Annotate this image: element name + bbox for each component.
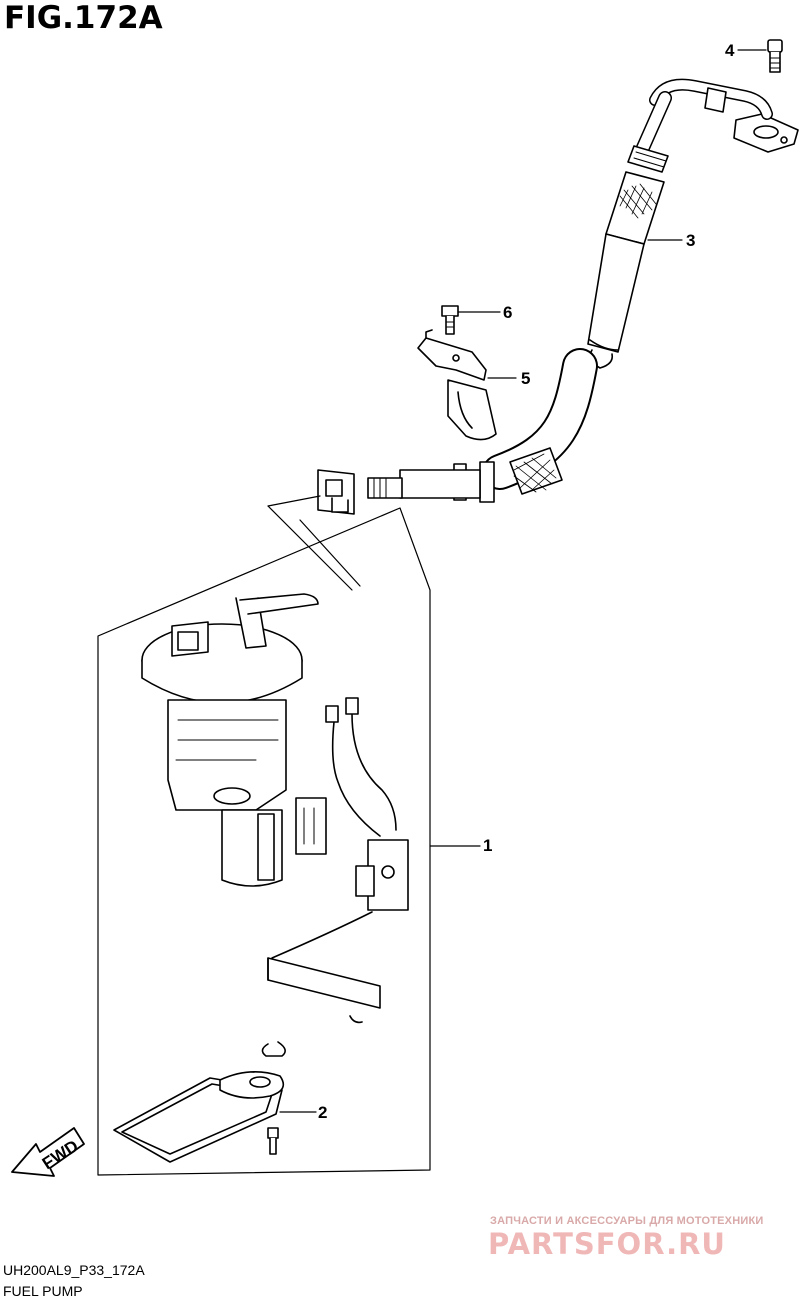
callout-4: 4 — [725, 41, 735, 60]
callout-6: 6 — [503, 303, 513, 322]
figure-title: FIG.172A — [4, 0, 163, 36]
fuel-hose-part-3 — [317, 78, 799, 515]
bolt-part-6 — [441, 305, 459, 335]
diagram-code: UH200AL9_P33_172A — [3, 1262, 145, 1278]
callout-5: 5 — [521, 369, 531, 388]
callout-3: 3 — [686, 231, 696, 250]
watermark-logo: PARTSFOR.RU — [488, 1227, 726, 1261]
fuel-pump-module — [141, 593, 409, 1024]
bolt-part-4 — [767, 39, 783, 73]
callout-2: 2 — [318, 1103, 328, 1122]
callout-1: 1 — [483, 836, 493, 855]
diagram-name: FUEL PUMP — [3, 1283, 83, 1299]
fwd-arrow: FWD — [11, 1127, 85, 1177]
clamp-bracket-part-5 — [417, 329, 497, 441]
leader-lines — [279, 49, 767, 1113]
assembly-boundary-part-1 — [97, 495, 431, 1176]
fuel-filter-part-2 — [113, 1041, 286, 1163]
watermark-tagline: ЗАПЧАСТИ И АКСЕССУАРЫ ДЛЯ МОТОТЕХНИКИ — [490, 1215, 764, 1227]
